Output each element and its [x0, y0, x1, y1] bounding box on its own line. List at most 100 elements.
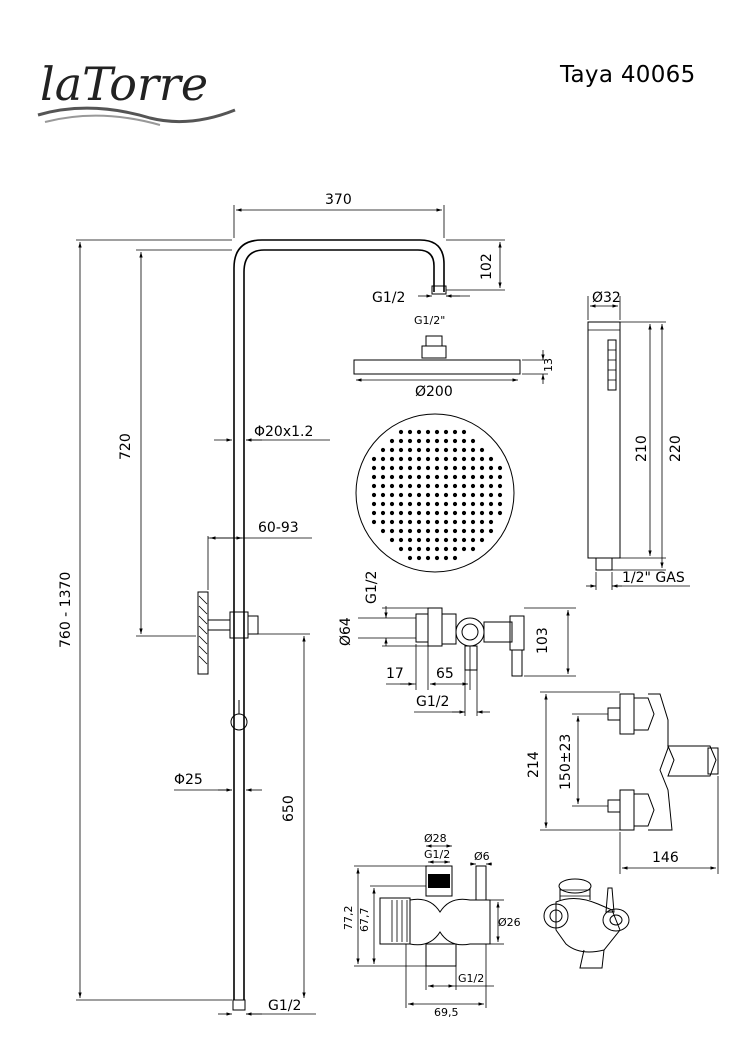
nozzle: [470, 501, 476, 507]
nozzle: [371, 456, 377, 462]
nozzle: [479, 474, 485, 480]
nozzle: [479, 465, 485, 471]
nozzle: [452, 465, 458, 471]
shower-column: [197, 239, 447, 1011]
nozzle: [389, 519, 395, 525]
dim-hand-d32: Ø32: [592, 290, 621, 306]
nozzle: [416, 474, 422, 480]
nozzle: [479, 456, 485, 462]
nozzle: [389, 492, 395, 498]
nozzle: [443, 519, 449, 525]
nozzle: [371, 501, 377, 507]
dim-div-677: 67,7: [358, 908, 371, 933]
nozzle: [425, 456, 431, 462]
nozzle: [407, 456, 413, 462]
nozzle: [380, 528, 386, 534]
nozzle: [461, 501, 467, 507]
nozzle: [452, 474, 458, 480]
nozzle: [434, 429, 440, 435]
nozzle: [389, 447, 395, 453]
nozzle: [416, 519, 422, 525]
dim-760-1370: 760 - 1370: [58, 572, 74, 648]
nozzle: [452, 438, 458, 444]
dim-tap-146: 146: [652, 850, 679, 866]
nozzle: [425, 465, 431, 471]
nozzle: [425, 546, 431, 552]
nozzle: [407, 501, 413, 507]
nozzle: [443, 492, 449, 498]
nozzle: [371, 474, 377, 480]
nozzle: [407, 429, 413, 435]
nozzle: [479, 519, 485, 525]
nozzle: [389, 537, 395, 543]
nozzle: [461, 456, 467, 462]
nozzle: [452, 483, 458, 489]
nozzle: [398, 447, 404, 453]
nozzle: [398, 528, 404, 534]
dim-g12-arm: G1/2: [372, 290, 405, 306]
nozzle: [443, 447, 449, 453]
nozzle: [470, 474, 476, 480]
nozzle: [470, 456, 476, 462]
nozzle: [452, 492, 458, 498]
nozzle: [380, 447, 386, 453]
nozzle: [497, 510, 503, 516]
dim-650: 650: [281, 795, 297, 822]
dim-div-g12-top: G1/2: [424, 848, 450, 861]
nozzle: [470, 537, 476, 543]
nozzle: [488, 510, 494, 516]
nozzle: [434, 483, 440, 489]
nozzle: [407, 537, 413, 543]
thermostatic-tap: [607, 693, 719, 831]
nozzle: [443, 510, 449, 516]
nozzle: [479, 483, 485, 489]
dim-g12-arm-small: G1/2": [414, 314, 445, 327]
nozzle: [443, 465, 449, 471]
nozzle: [443, 438, 449, 444]
nozzle: [416, 429, 422, 435]
nozzle: [461, 447, 467, 453]
nozzle: [443, 555, 449, 561]
dim-mixer-65: 65: [436, 666, 454, 682]
nozzle: [380, 510, 386, 516]
nozzle: [398, 474, 404, 480]
nozzle: [380, 501, 386, 507]
nozzle: [398, 501, 404, 507]
nozzle: [434, 501, 440, 507]
nozzle: [416, 528, 422, 534]
nozzle: [425, 483, 431, 489]
nozzle: [470, 546, 476, 552]
nozzle: [398, 483, 404, 489]
nozzle: [479, 492, 485, 498]
dim-720: 720: [118, 433, 134, 460]
dim-102: 102: [479, 253, 495, 280]
nozzle: [434, 456, 440, 462]
nozzle: [488, 492, 494, 498]
nozzle: [380, 483, 386, 489]
nozzle: [461, 528, 467, 534]
dim-mixer-17: 17: [386, 666, 404, 682]
nozzle: [488, 465, 494, 471]
nozzle: [371, 519, 377, 525]
nozzle: [488, 483, 494, 489]
nozzle: [398, 429, 404, 435]
nozzle: [434, 555, 440, 561]
nozzle: [452, 519, 458, 525]
nozzle: [443, 528, 449, 534]
hand-shower: [587, 321, 621, 571]
nozzle: [398, 537, 404, 543]
nozzle: [416, 555, 422, 561]
nozzle: [398, 510, 404, 516]
nozzle: [461, 492, 467, 498]
nozzle: [407, 447, 413, 453]
diverter-section: [379, 865, 491, 967]
dim-div-d6: Ø6: [474, 850, 490, 863]
nozzle: [488, 528, 494, 534]
nozzle: [470, 438, 476, 444]
nozzle: [425, 555, 431, 561]
nozzle: [434, 537, 440, 543]
nozzle: [497, 501, 503, 507]
nozzle: [398, 465, 404, 471]
dim-div-695: 69,5: [434, 1006, 459, 1019]
nozzle: [461, 438, 467, 444]
